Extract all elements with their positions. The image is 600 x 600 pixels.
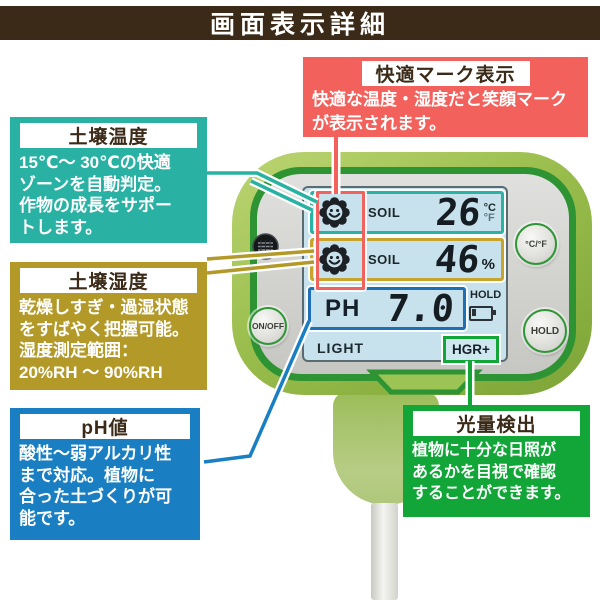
- callout-body-line: 合った土づくりが可: [19, 487, 172, 506]
- comfort-mark-frame: [316, 191, 365, 290]
- hold-button-label: HOLD: [530, 325, 560, 337]
- callout-title: 土壌温度: [68, 127, 149, 148]
- header-bar: 画面表示詳細: [0, 6, 600, 40]
- hgr-badge: HGR+: [443, 336, 499, 363]
- callout-body-line: をすばやく把握可能。: [19, 319, 189, 339]
- lcd-row-ph: PH 7.0: [308, 287, 466, 330]
- callout-body-line: 20%RH 〜 90%RH: [19, 362, 163, 382]
- temp-unit-stack: °C °F: [483, 201, 496, 224]
- callout-title: pH値: [81, 418, 129, 439]
- callout-body-line: 植物に十分な日照が: [412, 442, 557, 459]
- comfort-smiley-icon: [313, 244, 356, 275]
- callout-soil-moisture: 土壌湿度 乾燥しすぎ・過湿状態 をすばやく把握可能。 湿度測定範囲： 20%RH…: [10, 262, 207, 390]
- light-sensor-icon: [252, 233, 279, 260]
- callout-body-line: 作物の成長をサポー: [19, 196, 172, 215]
- hold-button[interactable]: HOLD: [523, 309, 567, 353]
- battery-icon: [469, 306, 496, 321]
- lcd-row-soil-temp: SOIL 26 °C °F: [310, 191, 504, 234]
- ph-value: 7.0: [385, 287, 456, 330]
- callout-soil-temp: 土壌温度 15℃〜 30℃の快適 ゾーンを自動判定。 作物の成長をサポー トしま…: [10, 117, 207, 243]
- callout-body-line: 湿度測定範囲：: [19, 341, 138, 360]
- callout-body-line: まで対応。植物に: [19, 465, 155, 485]
- callout-body-line: が表示されます。: [312, 114, 447, 133]
- temp-unit-celsius: °C: [483, 201, 496, 214]
- callout-body-line: トします。: [19, 217, 103, 237]
- callout-body-line: 快適な温度・湿度だと笑顔マーク: [312, 90, 567, 109]
- callout-title-box: 土壌温度: [20, 123, 197, 148]
- soil-temp-value: 26: [434, 191, 483, 234]
- callout-body-line: 15℃〜 30℃の快適: [19, 153, 171, 172]
- comfort-smiley-icon: [313, 197, 356, 228]
- callout-title-box: 快適マーク表示: [361, 61, 530, 86]
- callout-title: 快適マーク表示: [375, 65, 516, 86]
- callout-body-line: 酸性〜弱アルカリ性: [19, 444, 172, 463]
- light-label: LIGHT: [317, 340, 364, 356]
- moisture-percent-unit: %: [481, 256, 495, 273]
- hgr-badge-text: HGR+: [452, 342, 490, 357]
- callout-body-line: 乾燥しすぎ・過湿状態: [19, 298, 189, 317]
- callout-title-box: 光量検出: [413, 411, 580, 436]
- soil-moisture-label: SOIL: [368, 252, 401, 267]
- unit-toggle-button-label: °C/°F: [525, 239, 547, 249]
- callout-title: 土壌湿度: [68, 272, 149, 293]
- soil-temp-label: SOIL: [368, 205, 401, 220]
- callout-body-line: ゾーンを自動判定。: [19, 174, 172, 194]
- unit-toggle-button[interactable]: °C/°F: [515, 223, 557, 265]
- power-button[interactable]: ON/OFF: [249, 307, 287, 345]
- temp-unit-fahrenheit: °F: [483, 211, 495, 224]
- callout-body-line: することができます。: [412, 485, 571, 502]
- soil-moisture-value: 46: [433, 238, 482, 281]
- power-button-label: ON/OFF: [251, 321, 285, 331]
- page-title: 画面表示詳細: [209, 11, 390, 39]
- callout-title-box: 土壌湿度: [20, 268, 197, 293]
- hold-indicator-label: HOLD: [470, 289, 502, 301]
- callout-title-box: pH値: [20, 414, 190, 439]
- callout-ph: pH値 酸性〜弱アルカリ性 まで対応。植物に 合った土づくりが可 能です。: [10, 408, 200, 540]
- callout-body-line: 能です。: [19, 508, 86, 528]
- callout-light-detection: 光量検出 植物に十分な日照が あるかを目視で確認 することができます。: [403, 405, 590, 517]
- callout-title: 光量検出: [456, 415, 537, 436]
- callout-body-line: あるかを目視で確認: [412, 463, 557, 481]
- device-probe: [371, 503, 398, 600]
- callout-comfort-mark: 快適マーク表示 快適な温度・湿度だと笑顔マーク が表示されます。: [303, 57, 588, 137]
- ph-label: PH: [325, 294, 361, 322]
